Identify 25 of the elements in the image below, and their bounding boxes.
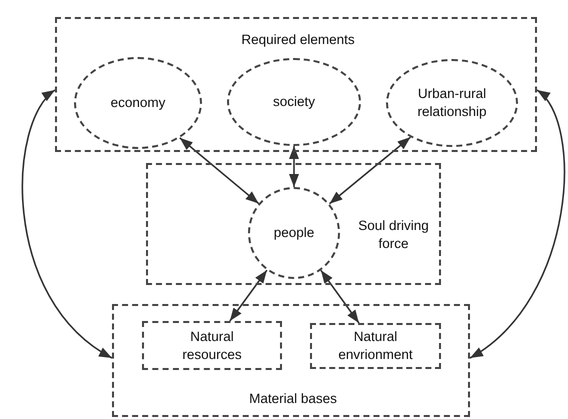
dashed-ellipse (386, 59, 518, 147)
arrow (320, 270, 360, 324)
dashed-box (142, 321, 282, 370)
dashed-box (112, 304, 470, 417)
node-label: people (274, 224, 314, 242)
curved-arrow (22, 89, 112, 359)
dashed-ellipse (227, 58, 361, 146)
node-label: Natural resources (181, 328, 243, 364)
group-title: Material bases (248, 390, 338, 408)
node-label: economy (110, 94, 166, 112)
dashed-box (55, 17, 537, 152)
dashed-ellipse (74, 57, 202, 149)
curved-arrow (470, 89, 565, 359)
arrow (229, 270, 268, 322)
group-title: Soul driving force (357, 217, 430, 252)
node-label: society (272, 93, 316, 111)
dashed-ellipse (248, 187, 340, 279)
arrow (289, 146, 299, 187)
dashed-box (310, 323, 441, 369)
dashed-box (146, 163, 441, 285)
group-title: Required elements (240, 31, 356, 49)
node-label: Urban-rural relationship (416, 85, 488, 121)
node-label: Natural envrionment (337, 328, 414, 364)
arrow (329, 136, 411, 204)
arrow (179, 137, 260, 204)
